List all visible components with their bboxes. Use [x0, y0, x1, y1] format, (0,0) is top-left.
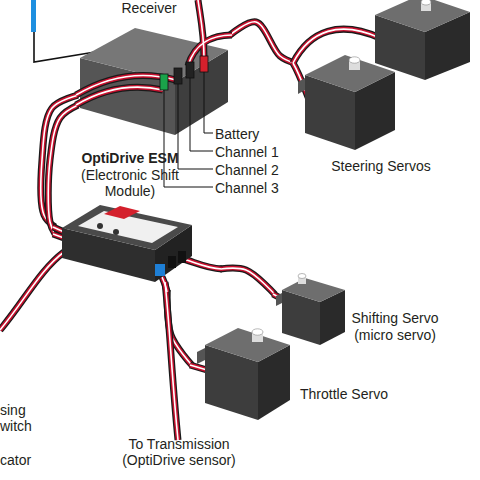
servo-shaft	[349, 57, 360, 63]
wire-strand	[230, 22, 295, 63]
receiver-box: Receiver	[78, 0, 230, 140]
servo-shaft	[298, 274, 306, 279]
callout-label: Battery	[215, 126, 305, 142]
antenna-tip	[31, 0, 36, 32]
wire-strand	[220, 268, 275, 294]
leader-line	[204, 72, 213, 133]
module-top	[62, 205, 192, 250]
wire-outer	[190, 365, 207, 370]
servo-top	[282, 278, 345, 302]
wire-red	[0, 252, 64, 330]
callout-label: Channel 2	[215, 162, 305, 178]
wire-white	[165, 282, 178, 440]
leader-line	[190, 78, 213, 151]
wire-strand	[48, 105, 78, 234]
wire-outer	[188, 35, 232, 66]
wire-white	[293, 29, 380, 63]
wire-red	[190, 365, 207, 370]
module-button	[97, 223, 103, 229]
shifting-servo: Shifting Servo(micro servo)	[275, 272, 450, 347]
wire-red	[293, 29, 380, 63]
wire-strand	[48, 105, 78, 234]
servo-top	[305, 55, 395, 92]
wire-outer	[293, 29, 380, 63]
throttle-servo: Throttle Servo	[192, 318, 397, 423]
wire-red	[188, 35, 232, 66]
module-connector	[168, 256, 176, 268]
wire-white	[198, 0, 204, 58]
shift-module: OptiDrive ESM(Electronic Shift Module)	[55, 150, 220, 290]
servo-tab	[298, 78, 305, 94]
wire-red	[76, 87, 163, 105]
device-label: (micro servo)	[341, 327, 449, 343]
wire-white	[188, 35, 232, 66]
wire-red	[165, 282, 178, 440]
wire-harness	[48, 105, 78, 234]
callout-label: To Transmission (OptiDrive sensor)	[118, 436, 240, 468]
servo-tab	[276, 293, 282, 306]
servo-top	[375, 0, 470, 32]
leader-line	[178, 84, 213, 169]
callout-label: Channel 3	[215, 180, 305, 196]
device-label: OptiDrive ESM	[70, 150, 190, 166]
module-logo	[104, 206, 140, 219]
wire-strand	[230, 22, 295, 63]
device-label: Throttle Servo	[300, 386, 397, 402]
callout-label: Channel 1	[215, 144, 305, 160]
servo-tab	[197, 348, 205, 364]
channel-pin	[160, 74, 168, 90]
battery-pin	[200, 56, 208, 72]
device-label: Receiver	[108, 0, 190, 16]
servo-shaft	[421, 0, 431, 5]
steering-servo-pair: Steering Servos	[295, 0, 480, 180]
wire-outer	[0, 252, 64, 330]
wire-strand	[220, 268, 275, 294]
wire-outer	[165, 282, 178, 440]
wire-strand	[48, 105, 78, 234]
servo-top	[205, 328, 290, 362]
wire-strand	[230, 22, 295, 63]
device-label: Shifting Servo	[341, 310, 449, 326]
module-connector	[155, 264, 165, 276]
wire-white	[0, 252, 64, 330]
wire-white	[76, 87, 163, 105]
wire-strand	[220, 268, 275, 294]
channel-pin	[174, 68, 182, 84]
callout-label: sing witch	[0, 402, 38, 434]
wire-harness	[230, 22, 295, 63]
wire-white	[190, 365, 207, 370]
servo-shaft	[252, 329, 263, 335]
wire-red	[198, 0, 204, 58]
callout-label: cator	[0, 452, 50, 468]
module-button	[113, 229, 119, 235]
device-label: Steering Servos	[323, 158, 439, 174]
channel-pin	[186, 62, 194, 78]
wire-harness	[220, 268, 275, 294]
module-connector	[178, 251, 186, 263]
device-label: (Electronic Shift Module)	[75, 167, 185, 199]
